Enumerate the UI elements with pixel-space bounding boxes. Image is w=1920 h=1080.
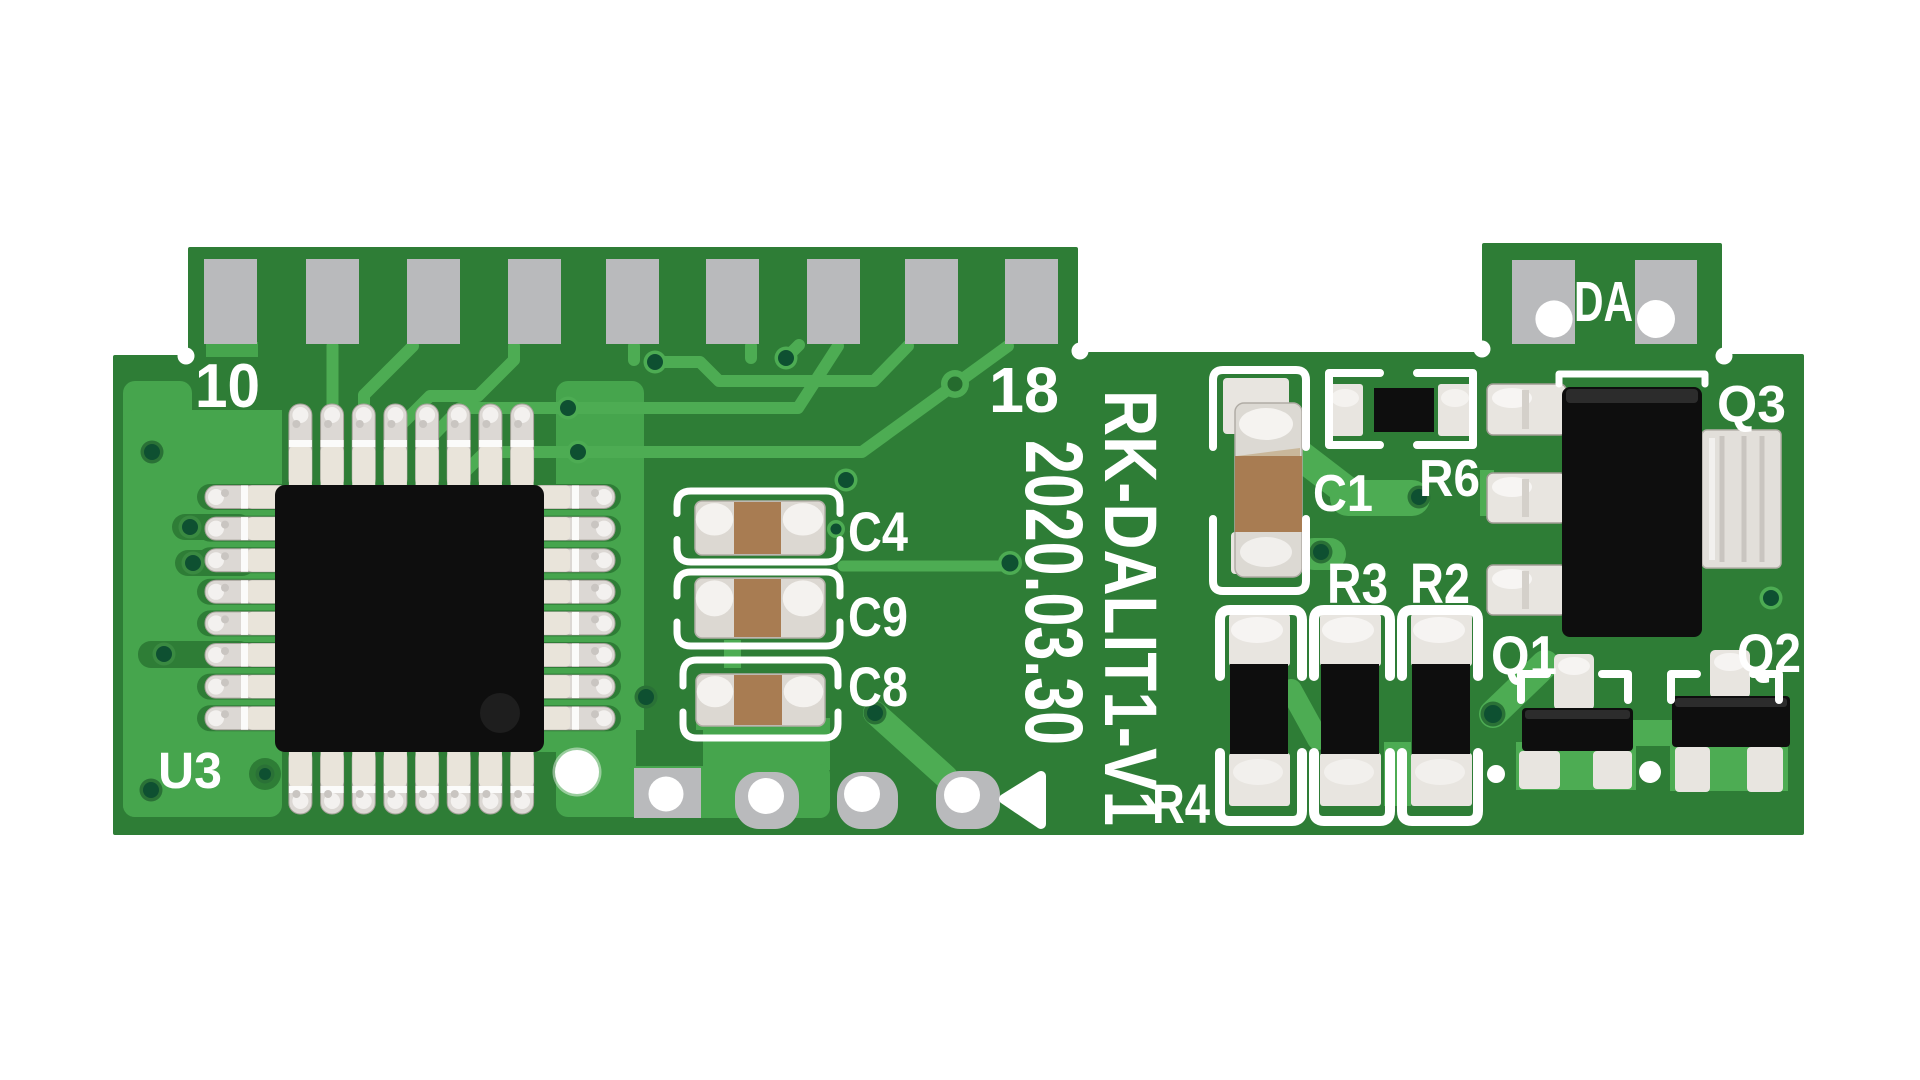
svg-text:C4: C4 [848,500,908,563]
svg-text:R3: R3 [1327,552,1388,616]
svg-text:10: 10 [195,352,260,421]
svg-text:R4: R4 [1152,772,1210,835]
svg-text:18: 18 [989,354,1059,426]
svg-text:Q1: Q1 [1491,624,1557,686]
svg-text:C1: C1 [1313,465,1373,523]
svg-text:DA: DA [1574,270,1633,334]
svg-text:U3: U3 [158,742,222,799]
svg-text:Q3: Q3 [1717,376,1786,434]
svg-text:Q2: Q2 [1737,622,1801,684]
svg-text:R2: R2 [1410,552,1470,616]
svg-text:C9: C9 [848,585,908,648]
svg-text:C8: C8 [848,655,908,718]
svg-text:RK-DALIT1-V1: RK-DALIT1-V1 [1089,390,1172,826]
svg-text:R6: R6 [1419,450,1480,508]
svg-text:2020.03.30: 2020.03.30 [1008,440,1099,745]
